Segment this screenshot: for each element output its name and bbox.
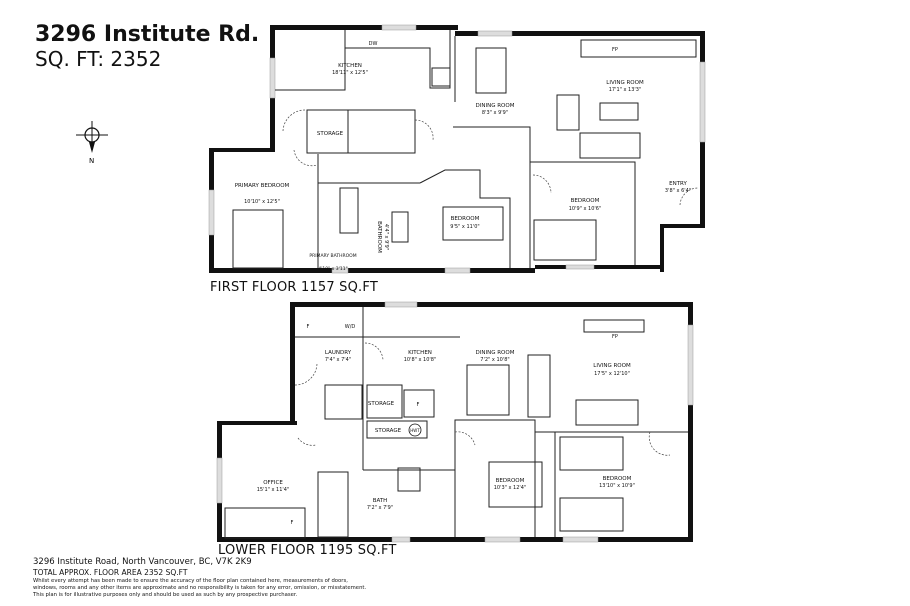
svg-text:3'8" x 6'4": 3'8" x 6'4" [665, 188, 691, 194]
svg-text:FP: FP [612, 334, 618, 340]
property-title: 3296 Institute Rd. [35, 22, 260, 47]
first-floor-label: FIRST FLOOR 1157 SQ.FT [210, 280, 378, 295]
svg-text:13'10" x 10'9": 13'10" x 10'9" [599, 483, 635, 489]
svg-text:LAUNDRY: LAUNDRY [325, 350, 352, 356]
svg-text:F: F [291, 520, 294, 526]
svg-text:17'1" x 13'3": 17'1" x 13'3" [609, 87, 642, 93]
svg-text:LIVING ROOM: LIVING ROOM [606, 80, 644, 86]
svg-text:FP: FP [612, 47, 618, 53]
svg-text:10'3" x 12'4": 10'3" x 12'4" [494, 485, 527, 491]
svg-text:STORAGE: STORAGE [368, 401, 395, 407]
svg-text:4'4" x 9'9": 4'4" x 9'9" [383, 224, 389, 250]
svg-text:BEDROOM: BEDROOM [451, 216, 480, 222]
svg-text:DINING ROOM: DINING ROOM [476, 350, 515, 356]
svg-text:4'10" x 3'11": 4'10" x 3'11" [318, 266, 347, 272]
room-dims: 18'11" x 12'5" [332, 70, 368, 76]
svg-text:STORAGE: STORAGE [317, 131, 344, 137]
first-floor-labels: KITCHEN 18'11" x 12'5" DINING ROOM 8'3" … [235, 41, 691, 272]
svg-text:STORAGE: STORAGE [375, 428, 402, 434]
svg-text:10'9" x 10'6": 10'9" x 10'6" [569, 206, 602, 212]
room-name: KITCHEN [338, 63, 362, 69]
svg-text:9'5" x 11'0": 9'5" x 11'0" [450, 224, 479, 230]
svg-text:PRIMARY BATHROOM: PRIMARY BATHROOM [309, 253, 356, 259]
first-floor-plan [208, 24, 706, 274]
svg-text:17'5" x 12'10": 17'5" x 12'10" [594, 371, 630, 377]
svg-text:BATH: BATH [373, 498, 388, 504]
svg-text:OFFICE: OFFICE [263, 480, 283, 486]
svg-text:8'3" x 9'9": 8'3" x 9'9" [482, 110, 508, 116]
svg-text:BEDROOM: BEDROOM [571, 198, 600, 204]
total-area: TOTAL APPROX. FLOOR AREA 2352 SQ.FT [33, 568, 188, 577]
svg-text:7'2" x 10'8": 7'2" x 10'8" [480, 357, 509, 363]
disclaimer: Whilst every attempt has been made to en… [33, 578, 367, 599]
svg-text:BEDROOM: BEDROOM [603, 476, 632, 482]
svg-text:10'8" x 10'8": 10'8" x 10'8" [404, 357, 437, 363]
north-arrow-icon: N [76, 121, 108, 165]
svg-text:7'4" x 7'4": 7'4" x 7'4" [325, 357, 351, 363]
total-sqft: SQ. FT: 2352 [35, 47, 162, 71]
svg-text:DW: DW [369, 41, 378, 47]
svg-text:15'1" x 11'4": 15'1" x 11'4" [257, 487, 290, 493]
svg-text:F: F [307, 324, 310, 330]
address: 3296 Institute Road, North Vancouver, BC… [33, 557, 252, 567]
svg-text:7'2" x 7'9": 7'2" x 7'9" [367, 505, 393, 511]
lower-floor-plan [216, 301, 694, 543]
svg-text:LIVING ROOM: LIVING ROOM [593, 363, 631, 369]
svg-text:DINING ROOM: DINING ROOM [476, 103, 515, 109]
svg-text:N: N [89, 157, 94, 165]
svg-text:10'10" x 12'5": 10'10" x 12'5" [244, 199, 280, 205]
lower-floor-labels: LAUNDRY 7'4" x 7'4" KITCHEN 10'8" x 10'8… [257, 324, 635, 526]
lower-floor-label: LOWER FLOOR 1195 SQ.FT [218, 543, 397, 558]
svg-text:ENTRY: ENTRY [669, 181, 687, 187]
svg-text:W/D: W/D [345, 324, 356, 330]
svg-text:HWT: HWT [410, 428, 420, 433]
svg-text:KITCHEN: KITCHEN [408, 350, 432, 356]
svg-text:F: F [417, 402, 420, 408]
svg-text:BEDROOM: BEDROOM [496, 478, 525, 484]
svg-text:BATHROOM: BATHROOM [376, 221, 382, 253]
footer: 3296 Institute Road, North Vancouver, BC… [33, 557, 366, 600]
svg-text:PRIMARY BEDROOM: PRIMARY BEDROOM [235, 183, 290, 189]
